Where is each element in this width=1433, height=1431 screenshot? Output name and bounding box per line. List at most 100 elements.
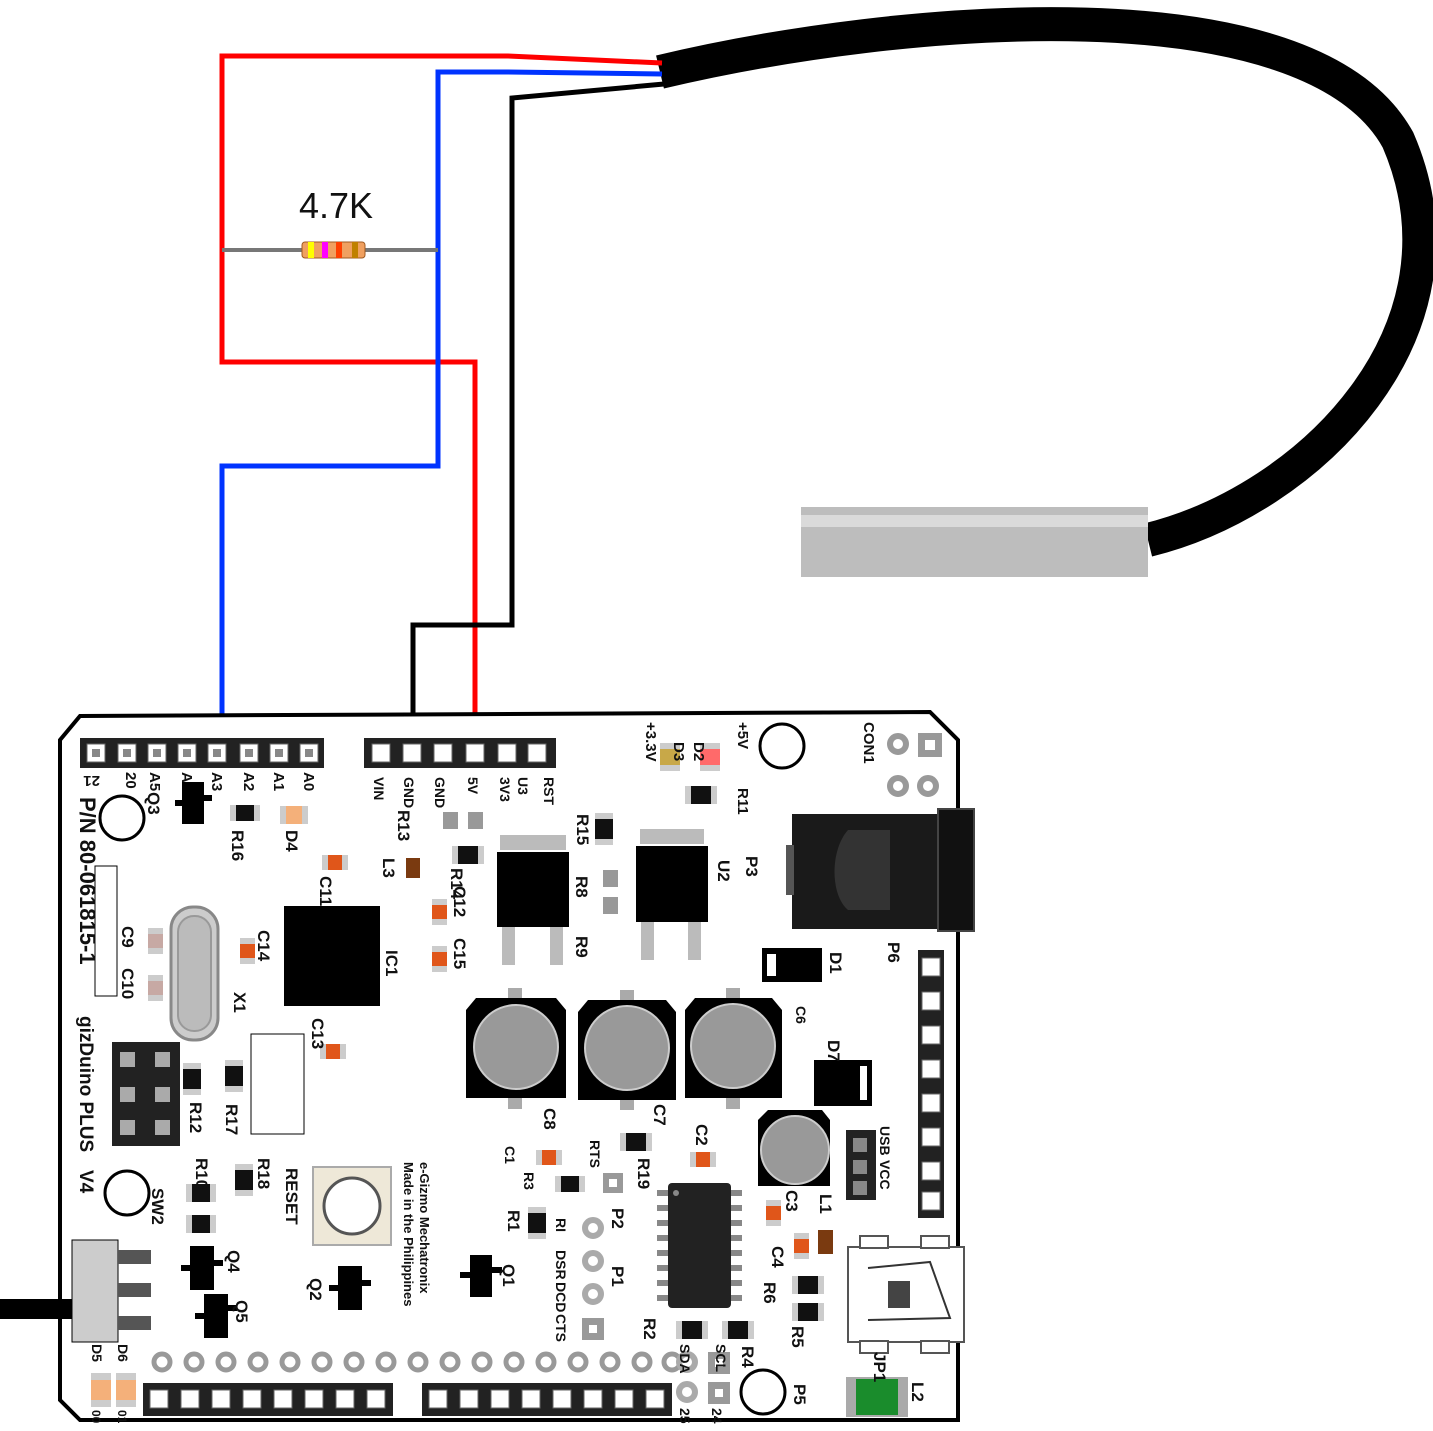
p5-label: P5 — [790, 1384, 809, 1405]
left-cable — [0, 1299, 75, 1319]
con1-label: CON1 — [860, 722, 877, 764]
r2-label: R2 — [640, 1318, 659, 1340]
wire-vcc — [219, 53, 663, 752]
r16-label: R16 — [228, 830, 247, 861]
usb-connector — [847, 1235, 965, 1354]
board-version-label: V4 — [75, 1170, 96, 1194]
q4-label: Q4 — [224, 1250, 243, 1273]
maker-line1: e-Gizmo Mechatronix — [417, 1162, 432, 1294]
usb-vcc-jumper — [846, 1130, 876, 1200]
diode-d7 — [814, 1060, 872, 1106]
transistors — [175, 782, 502, 1338]
d3-label: D3 — [670, 742, 687, 761]
mounting-holes — [98, 722, 806, 1416]
c6-label: C6 — [793, 1006, 809, 1024]
c12-label: C12 — [450, 886, 469, 917]
r19-label: R19 — [634, 1158, 653, 1189]
reset-label: RESET — [282, 1168, 301, 1225]
q2-label: Q2 — [306, 1278, 325, 1301]
diode-d1 — [762, 948, 822, 982]
c4-label: C4 — [768, 1246, 787, 1268]
r15-label: R15 — [573, 814, 592, 845]
p1-label: P1 — [608, 1266, 627, 1287]
temperature-probe — [801, 507, 1148, 577]
u2-label: U2 — [714, 860, 733, 882]
q3-label: Q3 — [144, 792, 163, 815]
r5-label: R5 — [788, 1326, 807, 1348]
c2-label: C2 — [692, 1124, 711, 1146]
svg-text:A0: A0 — [300, 772, 317, 791]
leds — [91, 743, 720, 1407]
svg-text:A2: A2 — [240, 772, 257, 791]
r11-label: R11 — [734, 788, 751, 815]
serial-pads — [582, 1217, 698, 1403]
r1-label: R1 — [504, 1210, 523, 1232]
pin25-label: 25 — [677, 1408, 693, 1424]
serial-chip — [657, 1183, 742, 1308]
svg-text:A1: A1 — [270, 772, 287, 791]
plus33v-label: +3.3V — [642, 722, 659, 762]
d2-label: D2 — [690, 742, 707, 761]
dsr-label: DSR — [553, 1250, 569, 1280]
r4-label: R4 — [738, 1346, 757, 1368]
svg-text:5V: 5V — [465, 777, 481, 795]
u2-regulator — [636, 829, 708, 960]
u3-label: U3 — [515, 777, 531, 795]
sda-label: SDA — [677, 1344, 693, 1374]
pin24-label: 24 — [709, 1408, 725, 1424]
smd-capacitors — [148, 855, 833, 1259]
resistor-value-label: 4.7K — [299, 185, 373, 226]
svg-text:A3: A3 — [208, 772, 225, 791]
digital-header-right — [422, 1383, 672, 1416]
svg-text:GND: GND — [432, 777, 448, 808]
r8-label: R8 — [572, 876, 591, 898]
r14-label: R14 — [447, 868, 466, 900]
q5-label: Q5 — [232, 1300, 251, 1323]
r3-label: R3 — [521, 1172, 537, 1190]
scl-label: SCL — [713, 1344, 729, 1372]
capacitor-c3 — [758, 1110, 830, 1186]
r6-label: R6 — [760, 1282, 779, 1304]
capacitor-c7 — [578, 990, 676, 1110]
c10-label: C10 — [118, 968, 137, 999]
d1-label: D1 — [826, 952, 845, 974]
ri-label: RI — [553, 1218, 569, 1232]
svg-text:RST: RST — [541, 777, 557, 805]
reset-button[interactable] — [312, 1166, 392, 1246]
l1-label: L1 — [816, 1194, 835, 1214]
smd-resistors — [183, 786, 824, 1339]
r12-label: R12 — [186, 1102, 205, 1133]
d6-label: D6 — [115, 1344, 131, 1362]
digital-header-left — [143, 1383, 393, 1416]
dc-power-jack — [786, 808, 975, 932]
l3-label: L3 — [379, 858, 398, 878]
svg-text:3V3: 3V3 — [497, 777, 513, 802]
svg-text:21: 21 — [83, 772, 100, 789]
tx-00-label: 00 — [89, 1410, 103, 1424]
usb-label: USB — [877, 1126, 893, 1156]
c9-label: C9 — [118, 926, 137, 948]
capacitor-c8 — [466, 988, 566, 1109]
r17-label: R17 — [222, 1104, 241, 1135]
c7-label: C7 — [650, 1104, 669, 1126]
ic1-chip — [284, 906, 380, 1006]
p2-label: P2 — [608, 1208, 627, 1229]
c3-label: C3 — [782, 1190, 801, 1212]
x1-label: X1 — [230, 992, 249, 1013]
power-labels: VIN GND GND 5V 3V3 RST — [371, 777, 557, 808]
c8-label: C8 — [540, 1108, 559, 1130]
p6-header — [918, 950, 944, 1218]
c11-label: C11 — [316, 876, 335, 906]
c15-label: C15 — [450, 938, 469, 969]
svg-text:20: 20 — [122, 772, 139, 789]
inductor-l2 — [846, 1377, 908, 1417]
u3-regulator — [497, 835, 569, 965]
d4-label: D4 — [282, 830, 301, 852]
pad-row — [151, 1351, 683, 1373]
svg-text:GND: GND — [401, 777, 417, 808]
analog-header — [80, 738, 324, 768]
l2-label: L2 — [908, 1382, 927, 1402]
r13-label: R13 — [394, 810, 413, 841]
rx-01-label: 01 — [115, 1410, 129, 1424]
c13-label: C13 — [308, 1018, 327, 1049]
